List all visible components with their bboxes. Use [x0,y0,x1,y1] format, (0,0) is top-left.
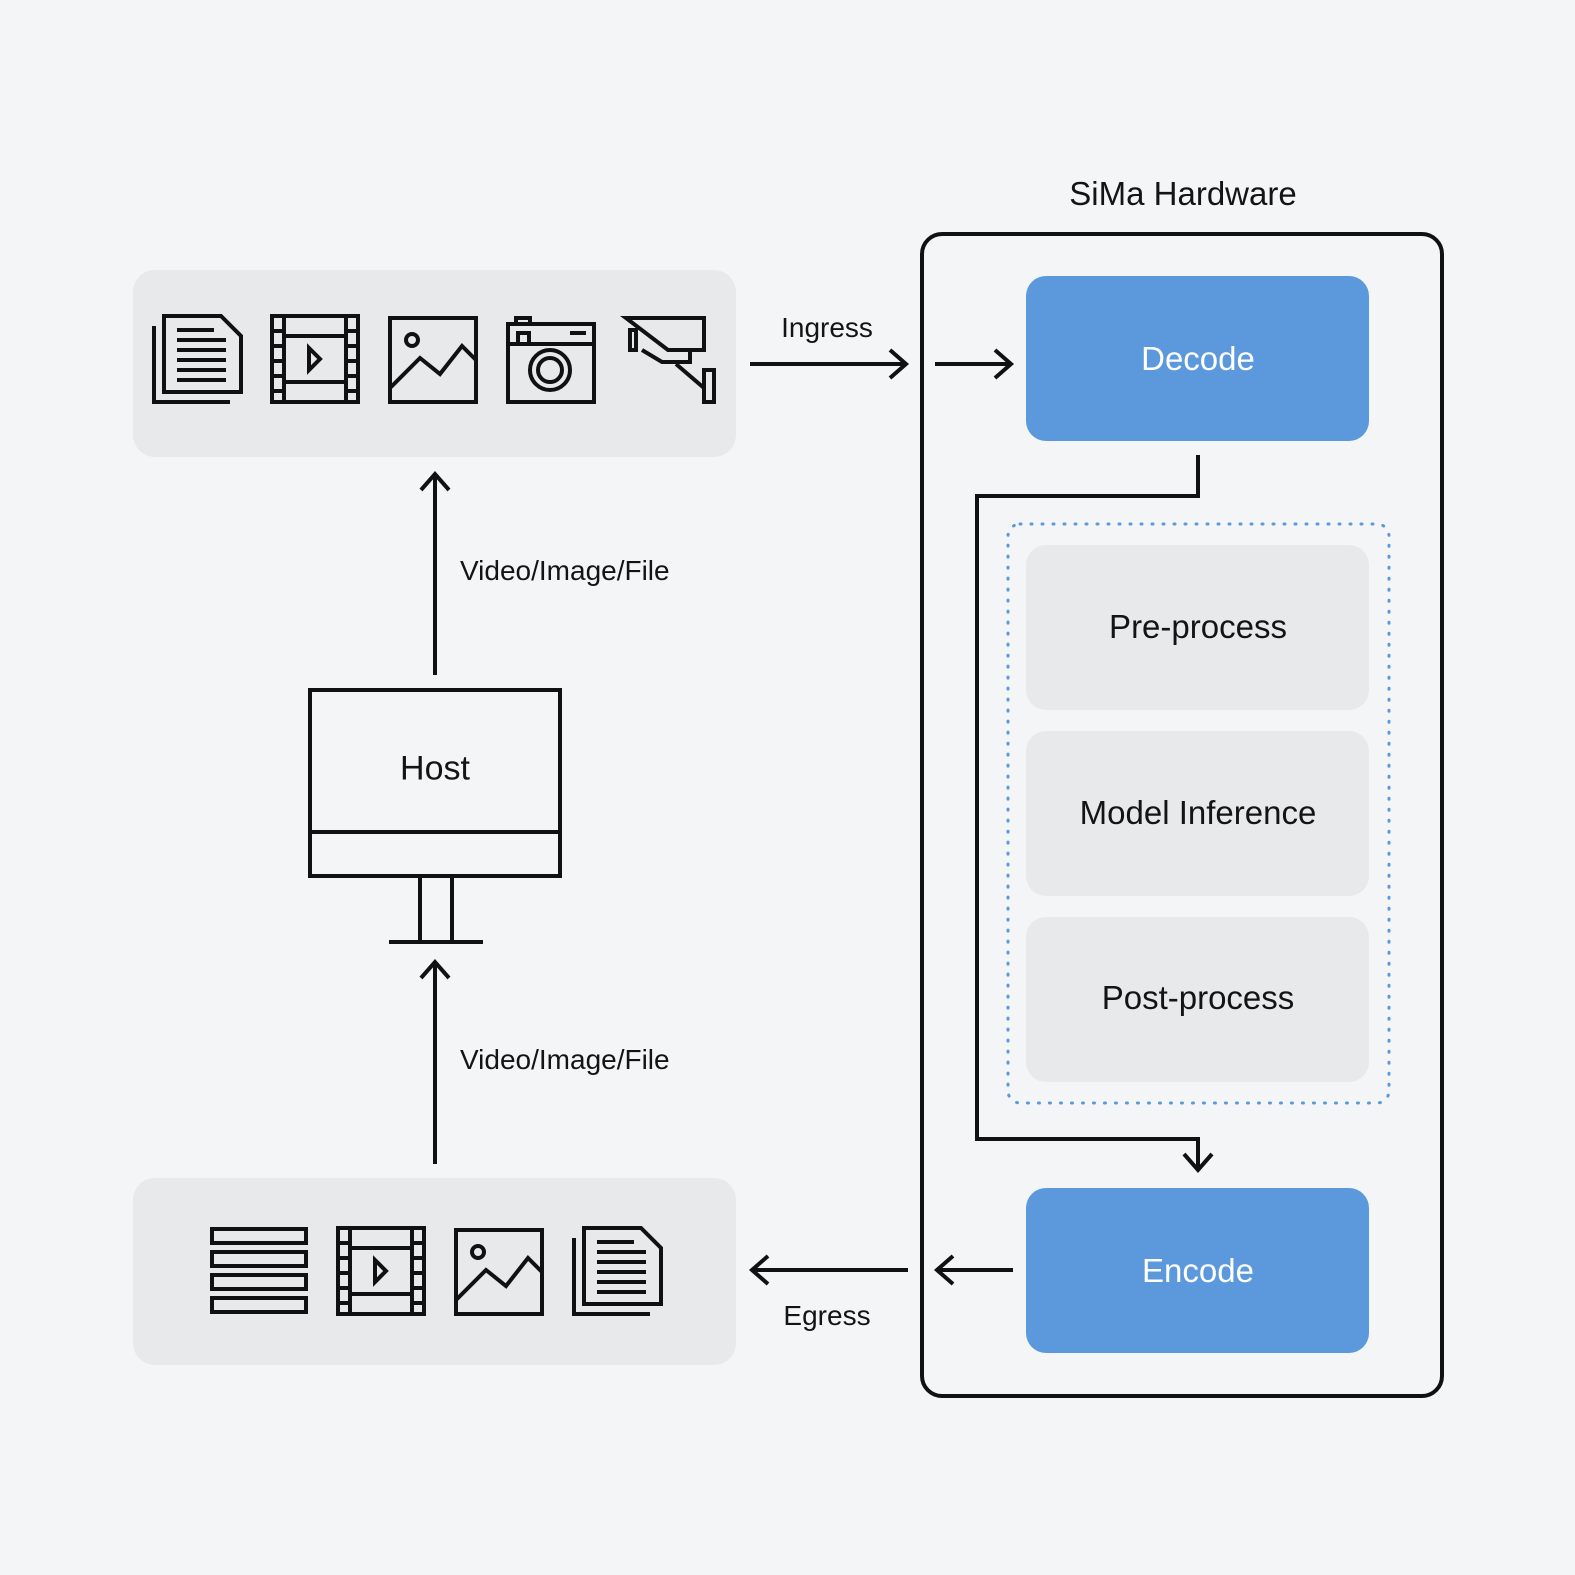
ingress-arrow [750,348,910,380]
decode-box [1026,276,1369,441]
image-icon [454,1228,544,1316]
postprocess-label: Post-process [1101,979,1295,1016]
encode-box [1026,1188,1369,1353]
video-film-icon [336,1226,426,1316]
decode-to-encode-connector [975,455,1214,1174]
outputs-to-host-arrow [419,958,451,1164]
sima-hardware-container [920,232,1444,1398]
video-film-icon [270,314,360,404]
egress-arrow [748,1254,908,1286]
preprocess-box [1026,545,1369,710]
host-label: Host [400,749,470,788]
camera-icon [506,316,596,404]
ingress-label: Ingress [781,312,873,343]
host-to-inputs-arrow [419,470,451,675]
inference-label: Model Inference [1079,794,1317,831]
ingress-inner-arrow [935,348,1015,380]
encode-label: Encode [1142,1252,1254,1289]
decode-label: Decode [1141,340,1255,377]
host-monitor [308,688,562,944]
postprocess-box [1026,917,1369,1082]
preprocess-label: Pre-process [1109,608,1287,645]
security-camera-icon [620,316,716,404]
document-icon [152,314,243,404]
document-icon [572,1226,663,1316]
inference-box [1026,731,1369,896]
output-media-panel [133,1178,736,1365]
host-to-inputs-label: Video/Image/File [460,555,670,586]
input-media-panel [133,270,736,457]
image-icon [388,316,478,404]
hardware-title: SiMa Hardware [1069,175,1297,212]
data-rows-icon [210,1227,308,1314]
processing-group-outline [1006,522,1391,1105]
egress-label: Egress [783,1300,871,1331]
outputs-to-host-label: Video/Image/File [460,1044,670,1075]
egress-inner-arrow [933,1254,1013,1286]
